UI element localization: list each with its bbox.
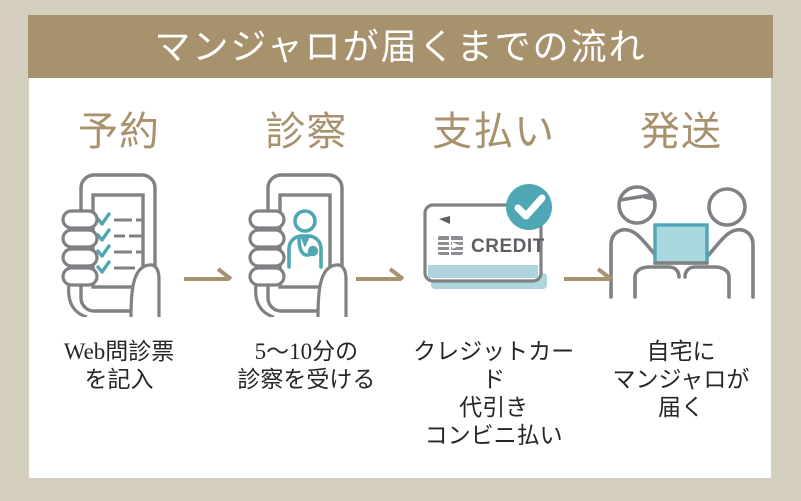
content-card: 予約: [29, 78, 771, 478]
delivery-handover-icon: [597, 166, 765, 318]
hand-phone-checklist-icon: [35, 166, 203, 318]
step-1-reservation: 予約: [35, 78, 203, 478]
title-banner: マンジャロが届くまでの流れ: [28, 15, 773, 78]
hand-phone-doctor-icon: [222, 166, 390, 318]
step-3-title: 支払い: [432, 109, 556, 154]
step-3-caption: クレジットカード 代引き コンビニ払い: [413, 339, 575, 449]
step-2-consultation: 診察: [222, 78, 390, 478]
step-2-caption: 5〜10分の 診察を受ける: [237, 339, 376, 393]
arrow-step1-to-step2: [184, 266, 233, 284]
step-1-title: 予約: [78, 109, 160, 154]
credit-card-label: CREDIT: [471, 236, 545, 257]
step-4-caption: 自宅に マンジャロが 届く: [612, 339, 750, 421]
arrow-step2-to-step3: [356, 266, 405, 284]
step-4-shipping: 発送: [597, 78, 765, 478]
credit-card-check-icon: CREDIT: [410, 166, 578, 318]
step-2-title: 診察: [265, 109, 348, 154]
step-1-caption: Web問診票 を記入: [63, 339, 175, 393]
step-4-title: 発送: [639, 109, 722, 154]
arrow-step3-to-step4: [564, 266, 613, 284]
page-title: マンジャロが届くまでの流れ: [154, 26, 647, 67]
step-list: 予約: [29, 78, 771, 478]
step-3-payment: 支払い: [410, 78, 578, 478]
